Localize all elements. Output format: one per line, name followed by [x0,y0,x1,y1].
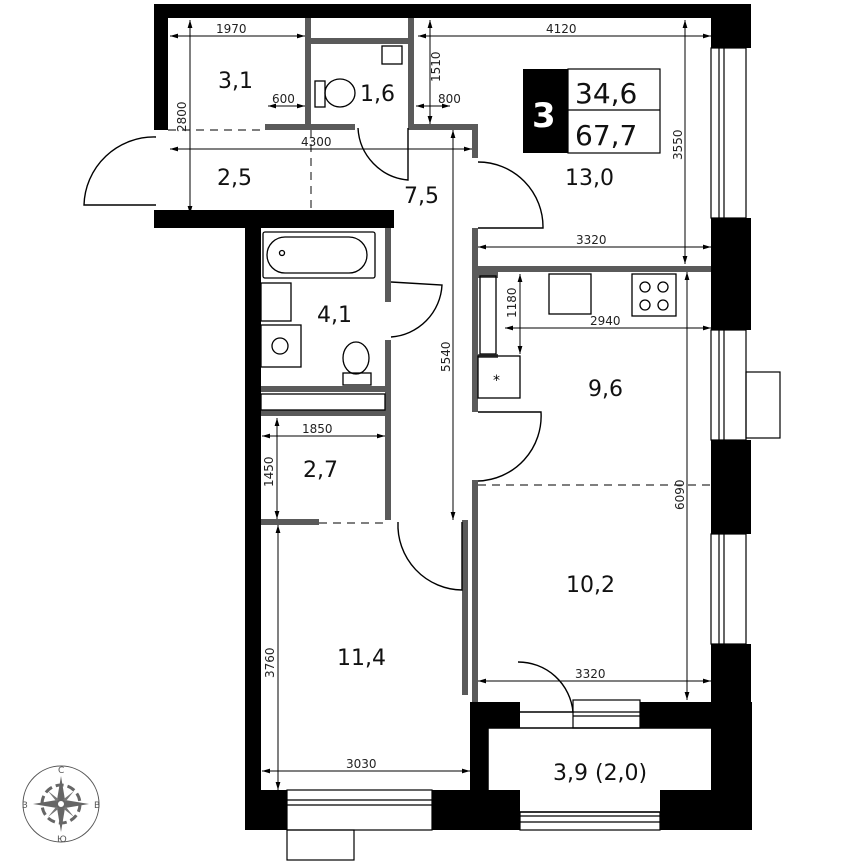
dim-3320-top: 3320 [576,233,607,247]
fridge-icon [479,275,497,355]
total-area: 67,7 [575,119,637,152]
zone-separators [168,129,711,524]
room-area-storage: 3,1 [218,69,253,94]
room-area-bathroom: 4,1 [317,303,352,328]
dim-1850: 1850 [302,422,333,436]
living-area: 34,6 [575,77,637,110]
dim-5540: 5540 [439,341,453,372]
room-area-living: 10,2 [566,573,615,598]
compass-east: В [94,801,100,811]
room-area-balcony: 3,9 (2,0) [553,761,647,786]
rooms-count: 3 [532,96,556,136]
washing-machine-icon [260,324,302,368]
interior-walls [261,18,711,702]
stove-icon [631,273,677,317]
room-area-closet: 2,7 [303,458,338,483]
dim-2800: 2800 [175,101,189,132]
dimension-lines [170,20,711,790]
dim-1180: 1180 [505,287,519,318]
compass-rose-icon: С Ю З В [22,765,100,845]
apartment-badge: 3 34,6 67,7 [523,68,661,154]
room-area-wc: 1,6 [360,82,395,107]
dim-4300: 4300 [301,135,332,149]
room-labels: 3,1 1,6 2,5 7,5 13,0 4,1 9,6 2,7 10,2 11… [217,69,647,786]
dim-1450: 1450 [262,456,276,487]
compass-south: Ю [57,835,67,845]
dim-1970: 1970 [216,22,247,36]
dim-3760: 3760 [263,647,277,678]
dim-600: 600 [272,92,295,106]
dim-3320-bottom: 3320 [575,667,606,681]
dim-3550: 3550 [671,129,685,160]
washbasin-icon [260,282,292,322]
windows [286,47,781,861]
dim-3030: 3030 [346,757,377,771]
boiler-icon [477,355,521,399]
wc-toilet-icon [324,78,356,108]
room-area-kitchen: 9,6 [588,377,623,402]
toilet-icon [342,341,370,375]
wc-sink-icon [381,45,403,65]
room-area-hall: 7,5 [404,184,439,209]
kitchen-sink-icon [548,273,592,315]
boiler-asterisk-icon: * [493,373,500,389]
room-area-bedroom-2: 11,4 [337,646,386,671]
bathtub-icon [262,231,376,279]
room-area-entry: 2,5 [217,166,252,191]
room-area-bedroom-1: 13,0 [565,166,614,191]
dim-4120: 4120 [546,22,577,36]
dim-6090: 6090 [673,479,687,510]
fixtures [260,45,677,411]
compass-north: С [58,766,64,776]
dim-2940: 2940 [590,314,621,328]
compass-west: З [22,801,28,811]
balcony-wall [724,702,752,830]
dimension-labels: 1970 2800 600 1510 800 4300 4120 3550 33… [175,22,687,771]
dim-1510: 1510 [429,51,443,82]
doors [83,127,574,713]
dim-800: 800 [438,92,461,106]
